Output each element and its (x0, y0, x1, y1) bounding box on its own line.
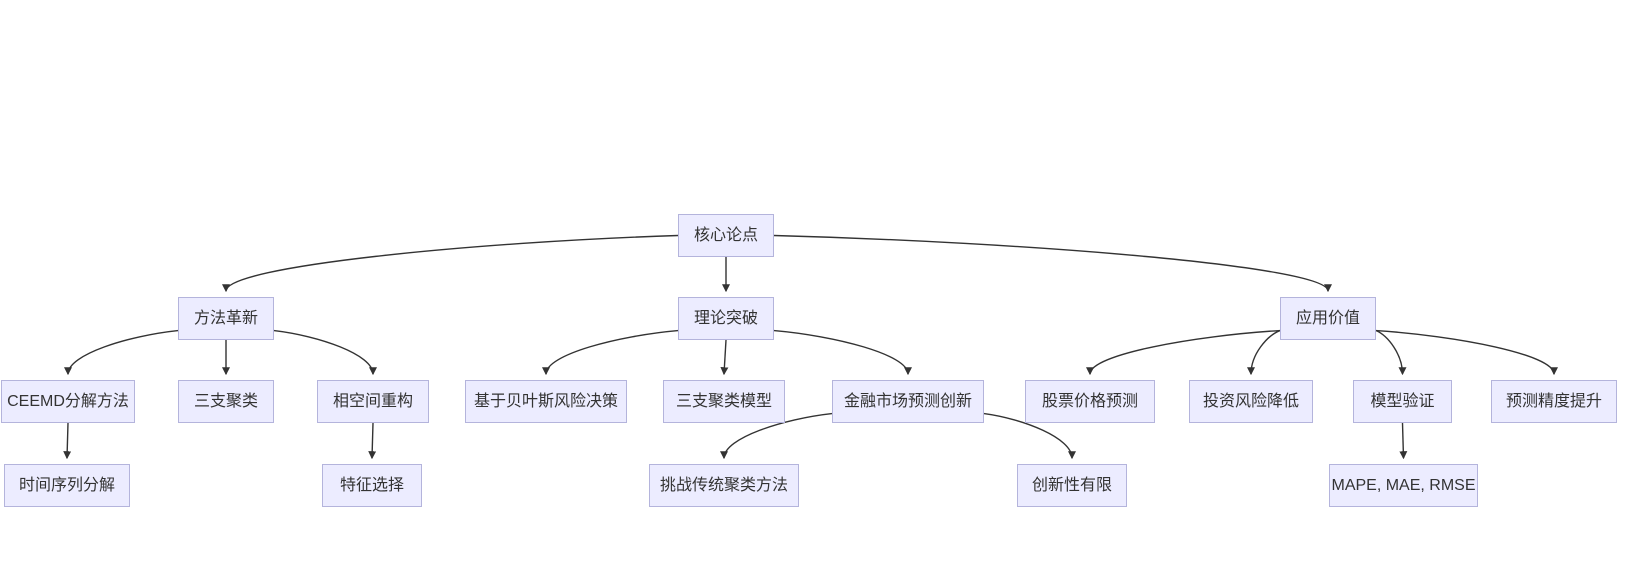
node-label: 金融市场预测创新 (843, 392, 972, 410)
node-method: 方法革新 (178, 297, 274, 340)
node-label: 三支聚类 (193, 392, 258, 410)
node-label: CEEMD分解方法 (7, 392, 129, 410)
node-label: 创新性有限 (1031, 476, 1112, 494)
node-feature: 特征选择 (322, 464, 422, 507)
node-label: 应用价值 (1295, 309, 1360, 327)
node-label: 模型验证 (1370, 392, 1435, 410)
edge-finance-to-limited (983, 412, 1076, 460)
node-challenge: 挑战传统聚类方法 (649, 464, 799, 507)
node-label: 相空间重构 (332, 392, 413, 410)
edge-ceemd-to-time_series (63, 422, 72, 460)
node-phase: 相空间重构 (317, 380, 429, 423)
edge-method-to-ceemd (64, 329, 179, 376)
edge-theory-to-three_model (720, 339, 729, 376)
node-theory: 理论突破 (678, 297, 774, 340)
edge-model_val-to-mape (1399, 422, 1408, 460)
edge-theory-to-finance (773, 329, 912, 376)
node-label: 基于贝叶斯风险决策 (473, 392, 618, 410)
node-value: 应用价值 (1280, 297, 1376, 340)
node-label: 特征选择 (339, 476, 404, 494)
edge-value-to-precision (1375, 329, 1558, 376)
node-precision: 预测精度提升 (1491, 380, 1617, 423)
node-mape: MAPE, MAE, RMSE (1329, 464, 1478, 507)
edge-value-to-stock (1086, 329, 1281, 376)
node-core: 核心论点 (678, 214, 774, 257)
node-model_val: 模型验证 (1353, 380, 1452, 423)
node-label: 方法革新 (193, 309, 258, 327)
edge-finance-to-challenge (720, 412, 833, 460)
node-label: 投资风险降低 (1202, 392, 1299, 410)
node-label: 股票价格预测 (1041, 392, 1138, 410)
edge-phase-to-feature (368, 422, 377, 460)
node-finance: 金融市场预测创新 (832, 380, 984, 423)
edge-theory-to-bayes (542, 329, 679, 376)
node-label: 三支聚类模型 (675, 392, 772, 410)
node-limited: 创新性有限 (1017, 464, 1127, 507)
node-ceemd: CEEMD分解方法 (1, 380, 135, 423)
node-label: 挑战传统聚类方法 (659, 476, 788, 494)
node-label: 预测精度提升 (1505, 392, 1602, 410)
node-three_cluster: 三支聚类 (178, 380, 274, 423)
edge-value-to-model_val (1375, 329, 1407, 376)
node-bayes: 基于贝叶斯风险决策 (465, 380, 627, 423)
edge-method-to-phase (273, 329, 377, 376)
node-three_model: 三支聚类模型 (663, 380, 785, 423)
edge-value-to-invest (1247, 329, 1281, 376)
edge-core-to-method (222, 234, 679, 293)
node-invest: 投资风险降低 (1189, 380, 1313, 423)
node-label: 核心论点 (693, 226, 758, 244)
edge-group (63, 234, 1558, 460)
node-label: MAPE, MAE, RMSE (1331, 476, 1476, 494)
node-stock: 股票价格预测 (1025, 380, 1155, 423)
node-time_series: 时间序列分解 (4, 464, 130, 507)
node-label: 时间序列分解 (18, 476, 115, 494)
edge-core-to-value (773, 234, 1332, 293)
node-label: 理论突破 (693, 309, 758, 327)
